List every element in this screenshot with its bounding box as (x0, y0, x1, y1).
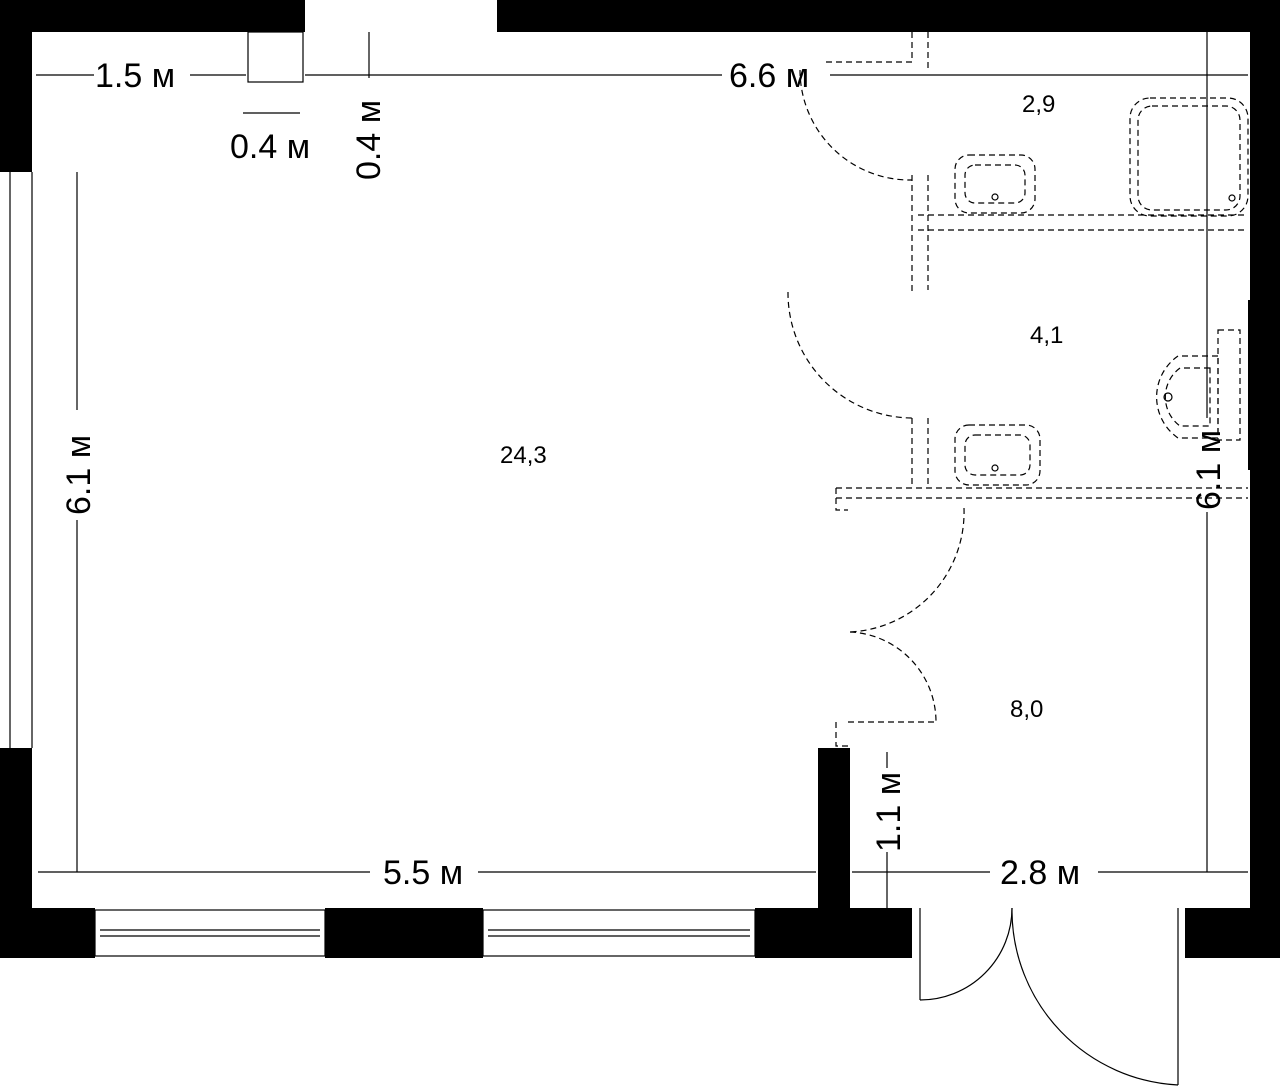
door-swing-hall-upper (849, 507, 965, 633)
area-entry-hall: 8,0 (1010, 696, 1043, 723)
wall-bottom-mid (325, 908, 483, 958)
dim-bottom-right-width: 2.8 м (1000, 854, 1080, 892)
door-swing-hall-lower (849, 631, 937, 723)
entrance-door-large-swing (1011, 911, 1179, 1086)
windows (94, 909, 756, 957)
room-areas: 24,3 2,9 4,1 8,0 (500, 91, 1063, 723)
dim-right-height: 6.1 м (1190, 430, 1228, 510)
vent-shaft (247, 31, 304, 83)
sink-lower (954, 424, 1041, 486)
interior-partitions (824, 32, 1248, 747)
wall-right-niche (1248, 300, 1280, 470)
exterior-walls (0, 0, 1280, 958)
wall-bottom-far-right (1185, 908, 1280, 958)
dim-top-left-width: 1.5 м (95, 57, 175, 95)
plumbing-fixtures (954, 97, 1249, 486)
window-bottom-right (482, 909, 756, 957)
door-swing-bathroom (799, 69, 913, 181)
wall-right-upper (1250, 0, 1280, 300)
area-wc: 4,1 (1030, 322, 1063, 349)
area-bathroom: 2,9 (1022, 91, 1055, 118)
wall-top-left (0, 0, 305, 32)
dim-top-total-width: 6.6 м (729, 57, 809, 95)
window-bottom-left (94, 909, 326, 957)
dim-left-height: 6.1 м (60, 435, 98, 515)
dim-entry-depth: 1.1 м (870, 772, 908, 852)
sink-upper (954, 154, 1036, 214)
entrance-door-small-swing (919, 907, 1013, 1001)
wall-right-lower (1250, 470, 1280, 958)
wall-top-window-band (497, 0, 669, 32)
door-swings (787, 69, 1179, 1086)
dim-vent-width: 0.4 м (230, 128, 310, 166)
wall-top-right (669, 0, 1280, 32)
dim-vent-depth: 0.4 м (350, 100, 388, 180)
dimension-lines (36, 32, 1248, 908)
area-main-hall: 24,3 (500, 442, 547, 469)
door-swing-wc (787, 291, 913, 419)
wall-partition-stub (818, 748, 850, 928)
bathtub (1129, 97, 1249, 217)
wall-bottom-left (0, 908, 95, 958)
wall-left-upper (0, 0, 32, 172)
dimension-labels: 1.5 м 6.6 м 0.4 м 0.4 м 6.1 м 6.1 м 5.5 … (60, 57, 1228, 892)
dim-bottom-left-width: 5.5 м (383, 854, 463, 892)
toilet (1156, 355, 1219, 439)
